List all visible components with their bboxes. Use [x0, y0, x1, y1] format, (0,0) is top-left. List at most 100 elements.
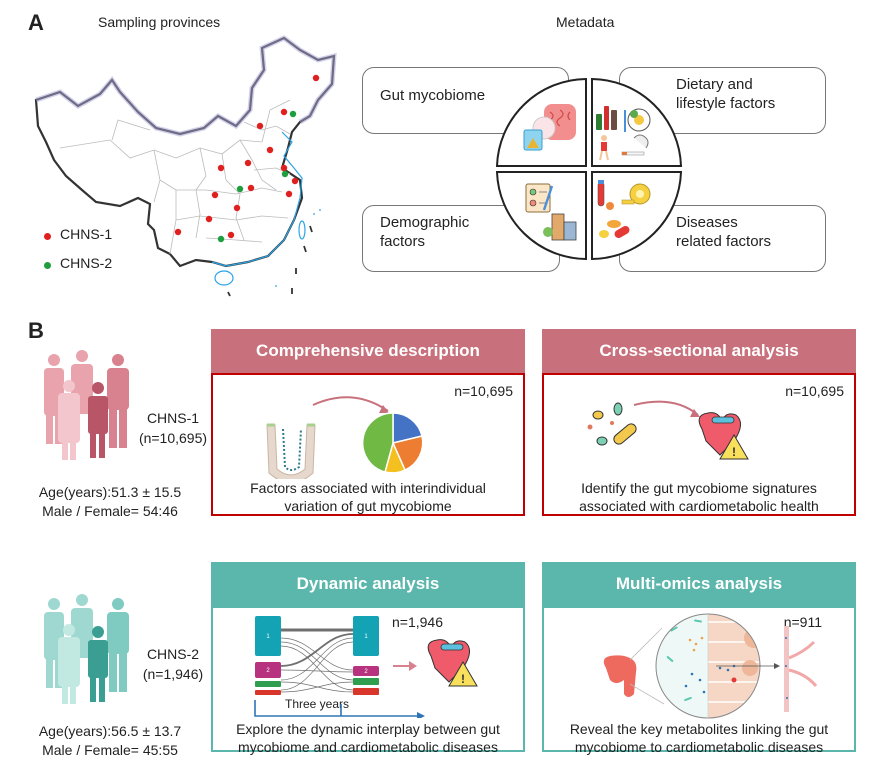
metadata-label-gut-mycobiome: Gut mycobiome — [380, 87, 486, 104]
site-chns1 — [247, 184, 255, 192]
site-chns1 — [280, 164, 288, 172]
cluster-node-1 — [353, 616, 379, 656]
factor-pie-chart — [361, 412, 424, 474]
metadata-label-diseases-line1: Diseases — [676, 214, 738, 231]
description-line2: associated with cardiometabolic health — [579, 498, 819, 514]
metadata-title: Metadata — [556, 14, 615, 30]
hainan-island — [214, 270, 234, 286]
metadata-label-dietary: Dietary and lifestyle factors — [676, 75, 775, 113]
cohort2-people-icon — [44, 594, 129, 704]
cohort2-sex-ratio: Male / Female= 45:55 — [42, 742, 178, 758]
cluster-nodes-year3: 1 2 — [353, 616, 379, 695]
site-chns1 — [174, 228, 182, 236]
cluster-label: 1 — [266, 634, 270, 640]
arrow-icon — [393, 661, 417, 671]
description-line1: Identify the gut mycobiome signatures — [581, 480, 817, 496]
cluster-node-1 — [255, 616, 281, 656]
card-comprehensive-description: Comprehensive description n=10,695 Facto… — [211, 329, 525, 516]
cluster-node-3 — [255, 681, 281, 687]
site-chns1 — [217, 164, 225, 172]
cluster-label: 1 — [364, 634, 368, 640]
description-line2: variation of gut mycobiome — [284, 498, 452, 514]
site-chns1 — [285, 190, 293, 198]
cohort1-sex-ratio: Male / Female= 54:46 — [42, 503, 178, 519]
drinks-icon — [596, 106, 617, 130]
card-description: Explore the dynamic interplay between gu… — [213, 720, 523, 756]
sample-size: n=10,695 — [454, 383, 513, 399]
china-map — [34, 35, 337, 297]
card-description: Reveal the key metabolites linking the g… — [544, 720, 854, 756]
site-chns1 — [280, 108, 288, 116]
description-line2: mycobiome and cardiometabolic diseases — [238, 739, 498, 755]
cohort1-label: CHNS-1 (n=10,695) — [136, 408, 210, 448]
sample-size: n=10,695 — [785, 383, 844, 399]
sample-size: n=1,946 — [392, 614, 443, 630]
transition-flows — [280, 628, 354, 693]
cohort2-name: CHNS-2 — [146, 646, 200, 662]
south-sea-islands — [275, 209, 321, 287]
card-description: Factors associated with interindividual … — [213, 479, 523, 515]
svg-text:!: ! — [732, 445, 736, 459]
legend-dot-chns2 — [44, 262, 51, 269]
site-chns1 — [227, 231, 235, 239]
cohort1-age: Age(years):51.3 ± 15.5 — [38, 484, 182, 500]
heart-warning-icon: ! — [698, 412, 749, 460]
site-chns1 — [256, 122, 264, 130]
questionnaire-icon — [525, 183, 554, 213]
cluster-node-4 — [255, 690, 281, 695]
cohort2-stats: Age(years):56.5 ± 13.7 Male / Female= 45… — [20, 722, 200, 760]
food-plate-icon — [624, 108, 651, 132]
card-body: n=10,695 Factors associated with interin… — [211, 373, 525, 516]
legend-label-chns2: CHNS-2 — [60, 255, 113, 271]
site-chns1 — [291, 177, 299, 185]
smoking-icon — [621, 134, 649, 156]
timeline-arrow — [254, 700, 419, 717]
heart-warning-icon: ! — [427, 639, 478, 687]
fungi-microbes-icon — [587, 402, 637, 446]
site-chns1 — [233, 204, 241, 212]
site-chns2 — [289, 110, 297, 118]
arrow-icon — [312, 396, 389, 412]
site-chns1 — [312, 74, 320, 82]
stool-sample-icon — [523, 129, 543, 151]
metadata-label-demographic-line1: Demographic — [380, 214, 470, 231]
metadata-label-diseases-line2: related factors — [676, 233, 772, 250]
card-body: n=1,946 1 2 — [211, 606, 525, 755]
site-chns2 — [281, 170, 289, 178]
site-chns1 — [205, 215, 213, 223]
metadata-label-demographic: Demographic factors — [380, 213, 469, 251]
nine-dash-line — [227, 225, 313, 297]
intestinal-crypt-icon — [266, 423, 316, 479]
card-cross-sectional-analysis: Cross-sectional analysis n=10,695 ! Iden… — [542, 329, 856, 516]
card-title: Multi-omics analysis — [542, 562, 856, 606]
metadata-label-dietary-line2: lifestyle factors — [676, 95, 776, 112]
cluster-node-4 — [353, 688, 379, 695]
cluster-label: 2 — [364, 669, 368, 675]
timeline-label: Three years — [285, 697, 349, 711]
card-illustration — [603, 613, 818, 719]
site-chns1 — [211, 191, 219, 199]
measuring-tape-icon — [621, 183, 651, 205]
card-title: Dynamic analysis — [211, 562, 525, 606]
arrow-icon — [633, 400, 699, 416]
sample-size: n=911 — [783, 614, 822, 630]
exercise-icon — [599, 135, 609, 161]
card-dynamic-analysis: Dynamic analysis n=1,946 1 — [211, 562, 525, 755]
panel-a-label: A — [28, 10, 44, 35]
pills-icon — [599, 220, 630, 238]
card-body: n=10,695 ! Identify the gut mycobiome si… — [542, 373, 856, 516]
card-body: n=911 — [542, 606, 856, 755]
description-line1: Reveal the key metabolites linking the g… — [569, 721, 829, 737]
card-title: Cross-sectional analysis — [542, 329, 856, 373]
cohort1-people-icon — [44, 350, 129, 460]
cluster-node-2 — [255, 662, 281, 678]
legend-label-chns1: CHNS-1 — [60, 226, 113, 242]
cohort1-name: CHNS-1 — [146, 410, 200, 426]
blood-tube-icon — [597, 180, 614, 210]
coastline — [211, 131, 303, 267]
svg-text:!: ! — [461, 672, 465, 686]
description-line1: Explore the dynamic interplay between gu… — [236, 721, 500, 737]
metadata-label-demographic-line2: factors — [380, 233, 426, 250]
sampling-sites — [174, 74, 320, 243]
cohort2-label: CHNS-2 (n=1,946) — [136, 644, 210, 684]
